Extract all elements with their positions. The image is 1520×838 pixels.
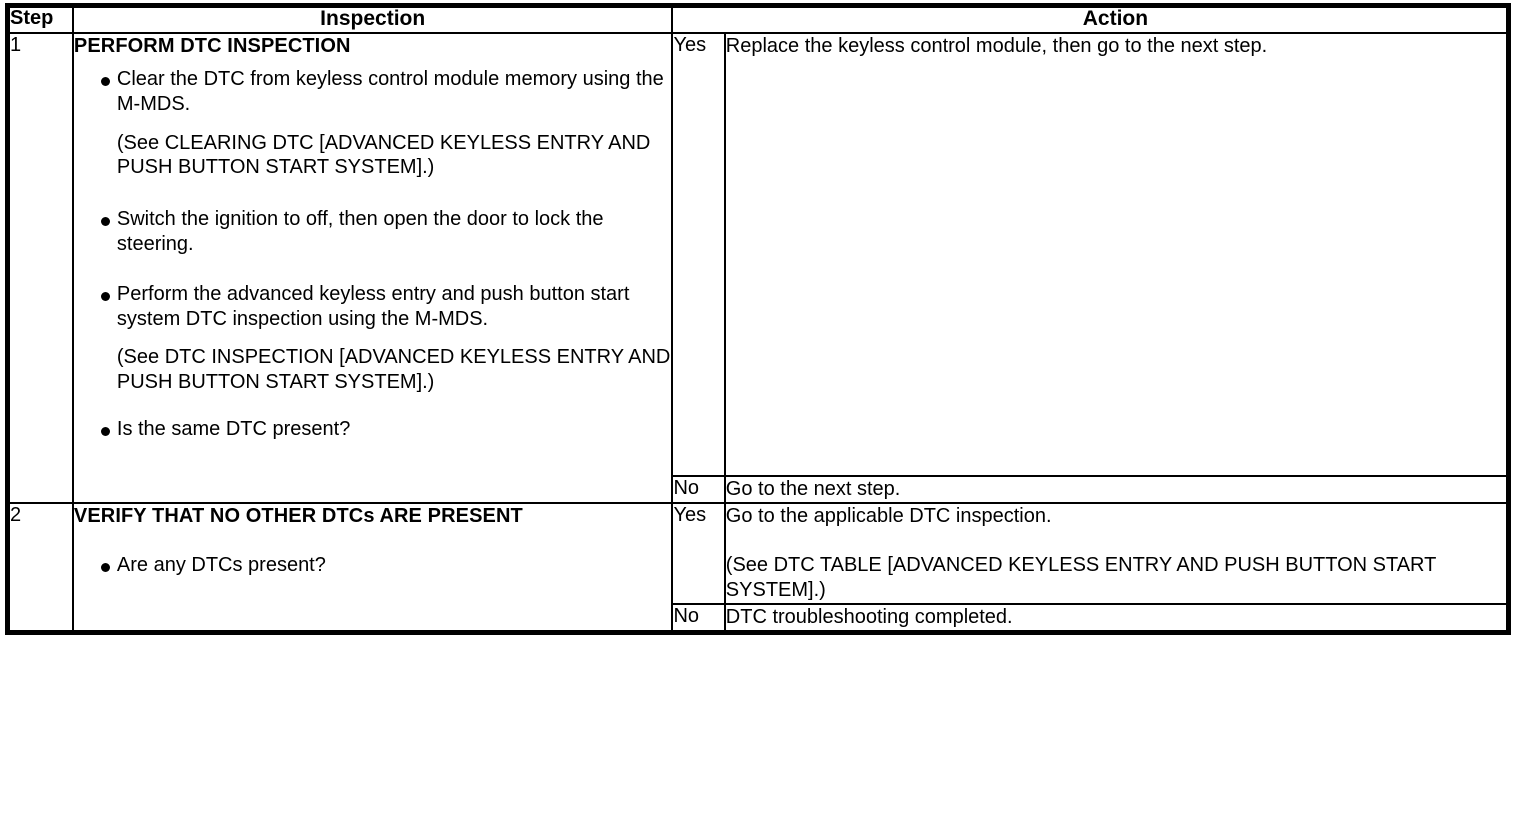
- cell-spacer: [726, 59, 1506, 475]
- inspection-cell-step-2: VERIFY THAT NO OTHER DTCs ARE PRESENT Ar…: [71, 501, 674, 634]
- result-label-step-1-no: No: [671, 474, 726, 504]
- bullet-dot-icon: [100, 77, 110, 86]
- column-header-action: Action: [724, 4, 1510, 34]
- bullet-text: Is the same DTC present?: [116, 417, 351, 440]
- table-row: No Go to the next step.: [8, 474, 1510, 504]
- bullet-reference-note: (See CLEARING DTC [ADVANCED KEYLESS ENTR…: [116, 131, 651, 179]
- result-label-step-2-no: No: [671, 602, 726, 634]
- list-item: Are any DTCs present?: [74, 553, 672, 578]
- table-body: 1 PERFORM DTC INSPECTION Clear the DTC f…: [6, 32, 1510, 634]
- header-row: Step Inspection Action: [6, 4, 1510, 34]
- inspection-bullet-list-step-2: Are any DTCs present?: [74, 553, 672, 578]
- action-cell-step-1-yes: Replace the keyless control module, then…: [723, 32, 1510, 477]
- action-cell-step-2-yes: Go to the applicable DTC inspection. (Se…: [723, 501, 1510, 605]
- list-item: Perform the advanced keyless entry and p…: [74, 282, 672, 395]
- table-header: Step Inspection Action: [6, 4, 1510, 34]
- bullet-dot-icon: [100, 562, 110, 572]
- inspection-title-step-2: VERIFY THAT NO OTHER DTCs ARE PRESENT: [73, 504, 523, 527]
- action-cell-step-2-no: DTC troubleshooting completed.: [723, 602, 1510, 634]
- action-cell-step-1-no: Go to the next step.: [723, 474, 1510, 504]
- inspection-cell-step-1: PERFORM DTC INSPECTION Clear the DTC fro…: [71, 32, 674, 504]
- action-text: Go to the applicable DTC inspection.: [725, 504, 1052, 527]
- action-reference-note: (See DTC TABLE [ADVANCED KEYLESS ENTRY A…: [725, 554, 1436, 602]
- action-text: DTC troubleshooting completed.: [725, 605, 1013, 628]
- table-row: 1 PERFORM DTC INSPECTION Clear the DTC f…: [6, 32, 1510, 504]
- list-item: Switch the ignition to off, then open th…: [74, 207, 672, 257]
- dtc-troubleshooting-table: Step Inspection Action 1 PERFORM DTC INS…: [5, 3, 1511, 635]
- bullet-text: Are any DTCs present?: [116, 553, 326, 576]
- inspection-bullet-list-step-1: Clear the DTC from keyless control modul…: [74, 67, 672, 442]
- list-item: Is the same DTC present?: [74, 417, 672, 442]
- table-row: No DTC troubleshooting completed.: [8, 602, 1510, 634]
- bullet-text: Perform the advanced keyless entry and p…: [116, 282, 630, 330]
- column-header-result-spacer: [671, 4, 725, 34]
- action-text: Go to the next step.: [725, 477, 901, 500]
- table-row: 2 VERIFY THAT NO OTHER DTCs ARE PRESENT …: [6, 501, 1510, 634]
- result-label-step-1-yes: Yes: [671, 32, 726, 477]
- column-header-step: Step: [6, 4, 74, 34]
- column-header-inspection: Inspection: [71, 4, 674, 34]
- action-text: Replace the keyless control module, then…: [725, 35, 1268, 57]
- bullet-text: Switch the ignition to off, then open th…: [116, 208, 604, 255]
- step-number-2: 2: [6, 501, 74, 634]
- bullet-text: Clear the DTC from keyless control modul…: [116, 68, 664, 115]
- result-label-step-2-yes: Yes: [671, 501, 726, 605]
- list-item: Clear the DTC from keyless control modul…: [74, 67, 672, 180]
- bullet-reference-note: (See DTC INSPECTION [ADVANCED KEYLESS EN…: [116, 346, 671, 394]
- bullet-dot-icon: [100, 217, 110, 227]
- bullet-dot-icon: [100, 426, 110, 436]
- bullet-dot-icon: [100, 291, 110, 301]
- step-number-1: 1: [6, 32, 74, 504]
- inspection-title-step-1: PERFORM DTC INSPECTION: [73, 35, 351, 57]
